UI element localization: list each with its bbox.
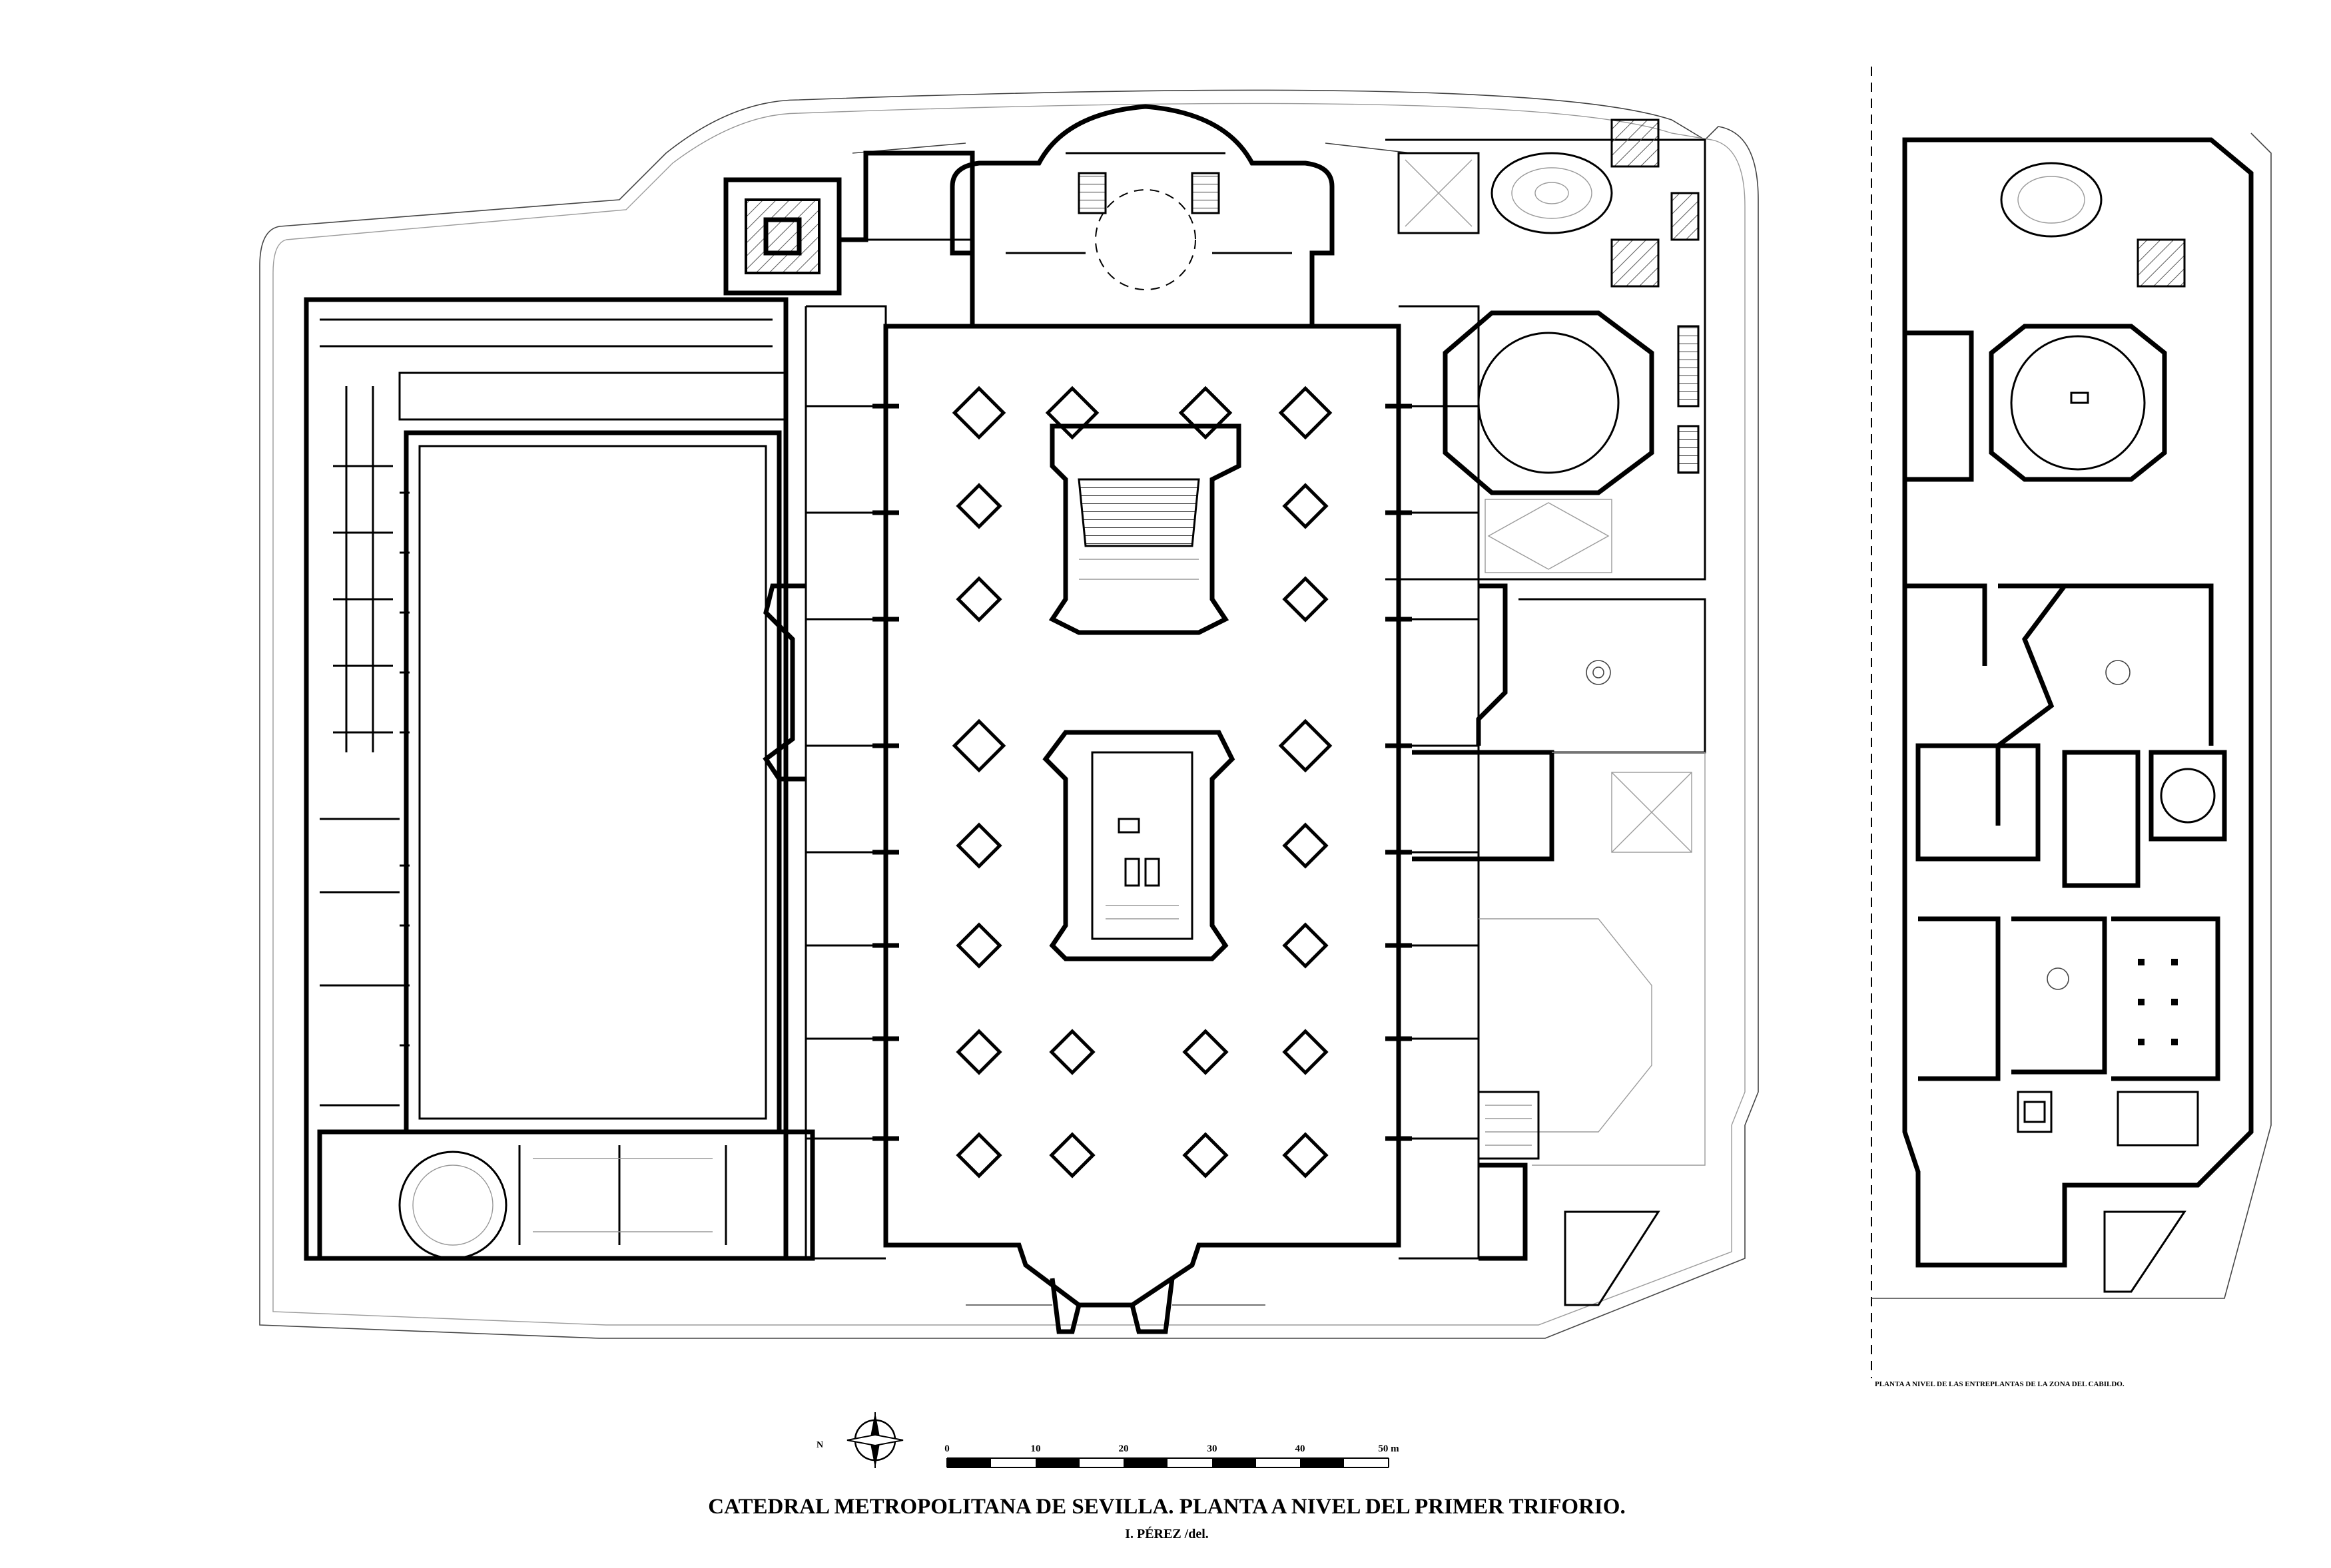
compass-rose-icon: [846, 1412, 904, 1468]
scale-label-10: 10: [1031, 1443, 1041, 1454]
scale-label-30: 30: [1207, 1443, 1217, 1454]
cathedral-hall: [763, 305, 1480, 1308]
capilla-mayor: [1048, 423, 1241, 635]
west-cloister: [304, 297, 789, 1261]
north-west-annex: [836, 150, 975, 293]
scale-label-20: 20: [1119, 1443, 1129, 1454]
drawing-author: I. PÉREZ /del.: [1125, 1526, 1209, 1541]
site-boundary-inner: [272, 103, 1746, 1326]
giralda-tower: [723, 177, 842, 296]
capilla-real: [852, 104, 1413, 326]
scale-label-40: 40: [1295, 1443, 1305, 1454]
side-plan-caption: PLANTA A NIVEL DE LAS ENTREPLANTAS DE LA…: [1875, 1380, 2125, 1388]
south-chapels: [317, 1129, 815, 1261]
east-courtyards: [1412, 583, 1706, 1306]
drawing-title: CATEDRAL METROPOLITANA DE SEVILLA. PLANT…: [708, 1495, 1625, 1519]
north-label: N: [817, 1440, 823, 1450]
side-pier-grid: [2138, 959, 2178, 1045]
coro: [1042, 730, 1235, 961]
side-plan: PLANTA A NIVEL DE LAS ENTREPLANTAS DE LA…: [1871, 67, 2272, 1388]
south-portal: [966, 1278, 1265, 1334]
scale-bar-icon: [946, 1457, 1389, 1468]
scale-label-0: 0: [944, 1443, 950, 1454]
east-annex: [1385, 119, 1706, 581]
scale-label-50: 50 m: [1378, 1443, 1399, 1454]
main-plan: [259, 89, 1759, 1339]
site-boundary: [259, 89, 1759, 1339]
scale-labels: 0 10 20 30 40 50 m: [944, 1443, 1399, 1454]
